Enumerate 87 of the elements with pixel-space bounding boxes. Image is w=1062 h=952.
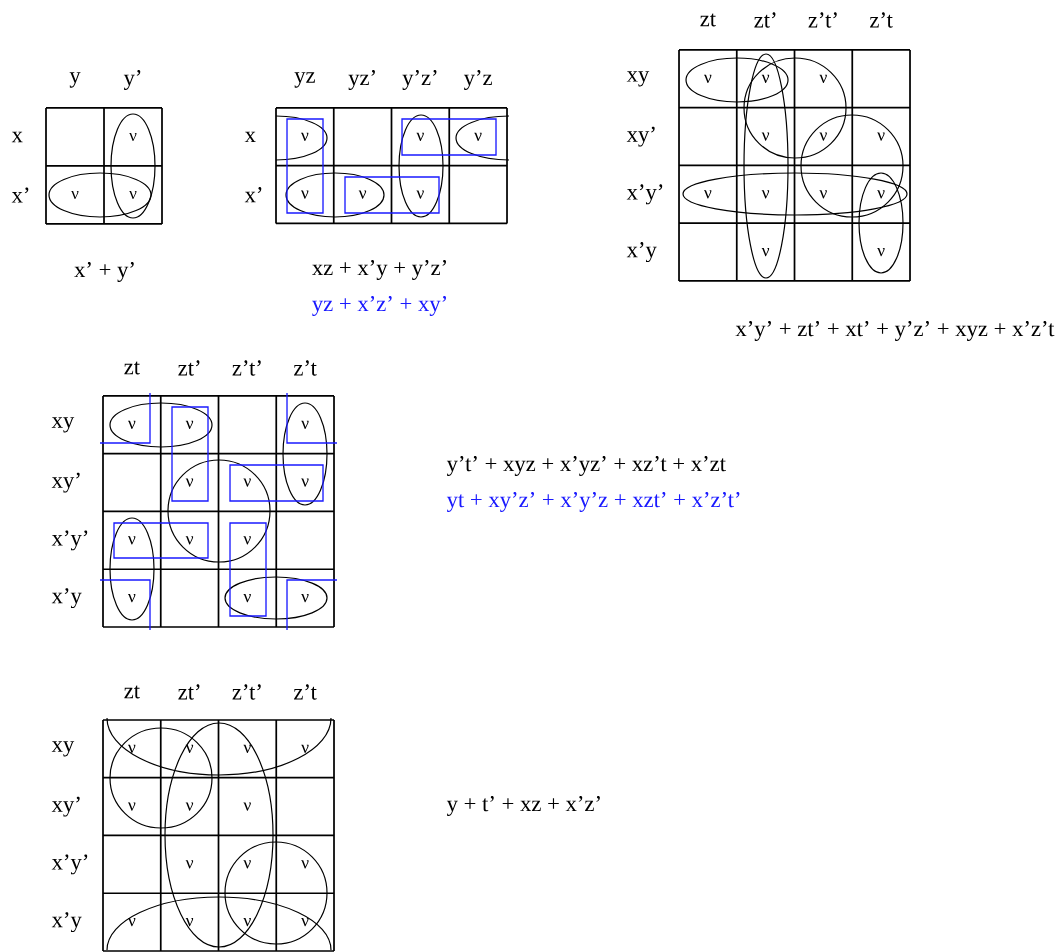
row-header: x’y	[51, 588, 82, 609]
cell-mark: ν	[185, 918, 194, 927]
row-header: xy’	[51, 796, 80, 817]
cell-mark: ν	[704, 74, 712, 83]
row-header: xy	[51, 417, 75, 433]
cell-mark: ν	[185, 802, 194, 811]
cell-mark: ν	[877, 248, 885, 257]
row-header: x’y’	[626, 184, 663, 205]
column-header: zt	[124, 685, 140, 699]
cell-mark: ν	[704, 190, 712, 199]
cell-mark: ν	[877, 132, 885, 141]
row-header: xy	[626, 71, 650, 87]
column-header: z’t	[294, 684, 317, 700]
cell-mark: ν	[301, 132, 309, 141]
cell-mark: ν	[128, 594, 136, 603]
cell-mark: ν	[185, 536, 194, 545]
cell-mark: ν	[243, 478, 251, 487]
cell-mark: ν	[358, 190, 367, 199]
expression: y + t’ + xz + x’z’	[446, 796, 600, 816]
expression: yt + xy’z’ + x’y’z + xzt’ + x’z’t’	[446, 492, 740, 512]
cell-mark: ν	[819, 190, 827, 199]
row-header: xy’	[626, 126, 655, 147]
column-header: yz	[294, 72, 315, 88]
column-header: zt	[124, 361, 140, 375]
column-header: zt	[700, 13, 716, 27]
cell-mark: ν	[761, 74, 770, 83]
expression: xz + x’y + y’z’	[312, 260, 446, 280]
column-header: zt’	[754, 12, 776, 28]
cell-mark: ν	[301, 860, 309, 869]
cell-mark: ν	[243, 802, 251, 811]
cell-mark: ν	[301, 420, 309, 429]
cell-mark: ν	[129, 190, 137, 200]
cell-mark: ν	[71, 190, 79, 200]
row-header: x’	[11, 187, 29, 203]
cell-mark: ν	[185, 860, 194, 869]
cell-mark: ν	[128, 918, 136, 927]
row-header: xy’	[51, 472, 80, 493]
expression: x’y’ + zt’ + xt’ + y’z’ + xyz + x’z’t	[735, 321, 1055, 341]
expression: y’t’ + xyz + x’yz’ + xz’t + x’zt	[446, 456, 726, 476]
column-header: z’t	[870, 12, 893, 28]
cell-mark: ν	[819, 132, 827, 141]
column-header: zt’	[178, 684, 200, 700]
column-header: y’	[123, 70, 141, 90]
cell-mark: ν	[416, 190, 424, 199]
expression: x’ + y’	[74, 262, 134, 282]
cell-mark: ν	[128, 536, 136, 545]
cell-mark: ν	[819, 74, 827, 83]
row-header: x’y’	[51, 854, 88, 875]
expression: yz + x’z’ + xy’	[312, 296, 446, 316]
row-header: x’y	[51, 912, 82, 933]
row-header: x’	[244, 187, 262, 203]
column-header: z’t’	[808, 12, 837, 28]
column-header: z’t	[294, 360, 317, 376]
cell-mark: ν	[243, 744, 251, 753]
cell-mark: ν	[243, 918, 251, 927]
cell-mark: ν	[185, 478, 194, 487]
column-header: z’t’	[232, 360, 261, 376]
cell-mark: ν	[761, 132, 770, 141]
cell-mark: ν	[301, 190, 309, 199]
row-header: x	[11, 131, 23, 143]
column-header: y’z	[463, 70, 492, 90]
column-header: z’t’	[232, 684, 261, 700]
cell-mark: ν	[877, 190, 885, 199]
cell-mark: ν	[474, 132, 482, 141]
cell-mark: ν	[128, 420, 136, 429]
column-header: yz’	[348, 70, 375, 90]
row-header: x’y	[626, 242, 657, 263]
column-header: zt’	[178, 360, 200, 376]
column-header: y’z’	[402, 70, 437, 90]
cell-mark: ν	[128, 744, 136, 753]
row-header: xy	[51, 741, 75, 757]
cell-mark: ν	[128, 802, 136, 811]
cell-mark: ν	[185, 420, 194, 429]
cell-mark: ν	[243, 860, 251, 869]
cell-mark: ν	[761, 190, 770, 199]
cell-mark: ν	[301, 594, 309, 603]
column-header: y	[69, 72, 81, 88]
cell-mark: ν	[243, 594, 251, 603]
row-header: x’y’	[51, 530, 88, 551]
cell-mark: ν	[301, 918, 309, 927]
cell-mark: ν	[301, 478, 309, 487]
cell-mark: ν	[243, 536, 251, 545]
cell-mark: ν	[416, 132, 424, 141]
cell-mark: ν	[129, 132, 137, 142]
row-header: x	[244, 131, 256, 143]
cell-mark: ν	[301, 744, 309, 753]
cell-mark: ν	[761, 248, 770, 257]
